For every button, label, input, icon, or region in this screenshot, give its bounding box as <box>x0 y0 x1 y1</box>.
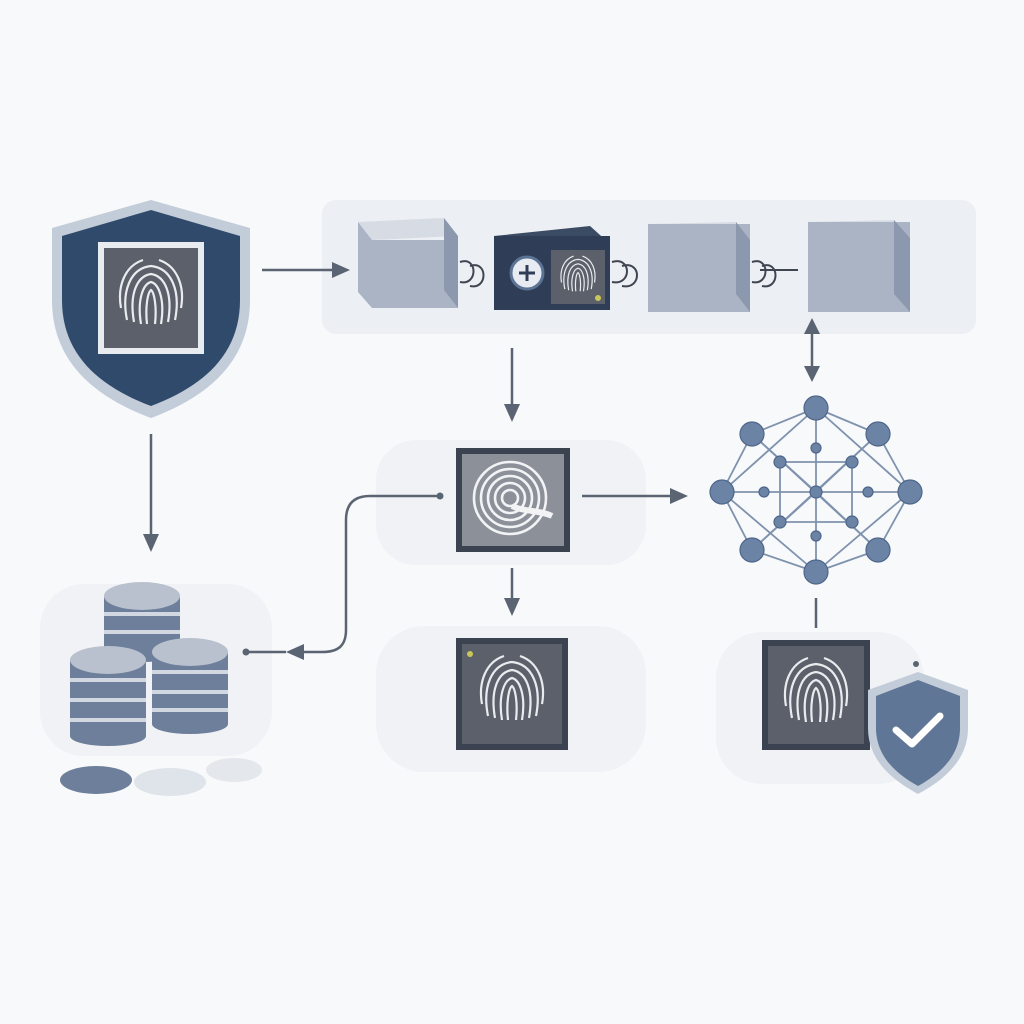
verified-fingerprint-icon <box>762 640 870 750</box>
network-graph-icon <box>709 395 923 585</box>
block-icon <box>648 222 750 312</box>
block-icon <box>808 220 910 312</box>
arrow-shield-to-chain <box>262 262 350 278</box>
scanner-block-icon <box>494 226 610 310</box>
arrow-chain-to-scan <box>504 348 520 422</box>
block-icon <box>358 218 458 308</box>
arrow-scan-to-database <box>242 492 444 660</box>
check-shield-icon <box>868 661 968 794</box>
arrow-shield-to-database <box>143 434 159 552</box>
arrow-chain-network <box>804 318 820 382</box>
chain-link <box>459 260 798 288</box>
arrow-scan-to-network <box>582 488 688 504</box>
disk-icon <box>60 758 262 796</box>
fingerprint-scan-icon <box>456 448 570 552</box>
shield-fingerprint-icon <box>52 200 250 418</box>
database-stack-icon <box>70 582 228 746</box>
fingerprint-output-icon <box>456 638 568 750</box>
arrow-scan-to-output <box>504 568 520 616</box>
